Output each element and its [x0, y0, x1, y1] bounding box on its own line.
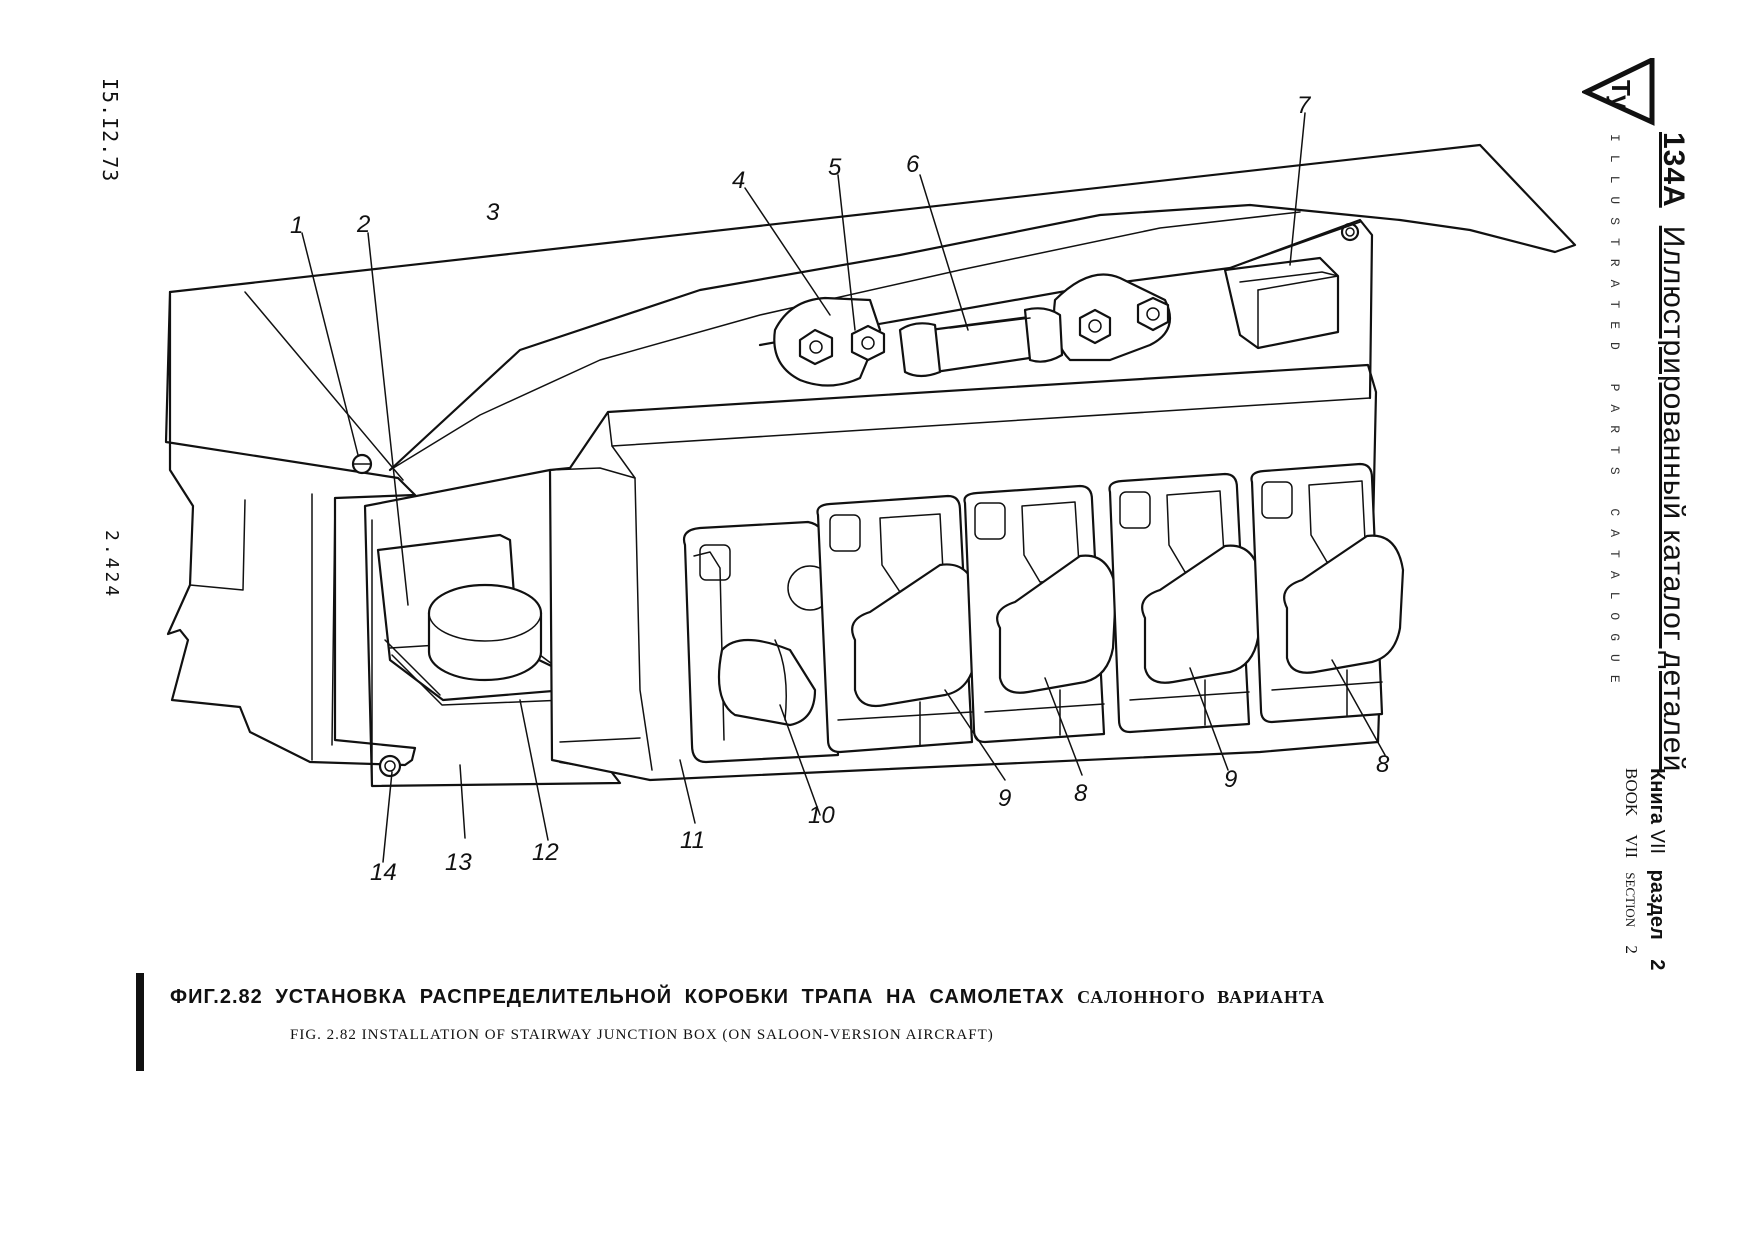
caption-bar: [136, 973, 144, 1071]
callout-11: 11: [680, 827, 705, 854]
callout-10: 10: [808, 802, 835, 829]
callout-1: 1: [290, 212, 303, 239]
callout-14: 14: [370, 859, 397, 886]
callout-6: 6: [906, 151, 920, 178]
switch-housing-4: [1250, 462, 1405, 724]
callout-9b: 9: [1224, 766, 1237, 793]
switch-housing-3: [1108, 472, 1263, 734]
callout-4: 4: [732, 167, 745, 194]
caption-ru: ФИГ.2.82 УСТАНОВКА РАСПРЕДЕЛИТЕЛЬНОЙ КОР…: [170, 986, 1326, 1008]
callout-8a: 8: [1074, 780, 1088, 807]
callout-2: 2: [356, 211, 370, 238]
caption-en: FIG. 2.82 INSTALLATION OF STAIRWAY JUNCT…: [290, 1027, 994, 1043]
callout-12: 12: [532, 839, 559, 866]
switch-housing-1: [816, 494, 980, 754]
callout-13: 13: [445, 849, 472, 876]
callout-3: 3: [486, 199, 500, 226]
switch-housing-2: [963, 484, 1118, 744]
callout-5: 5: [828, 154, 842, 181]
callout-9a: 9: [998, 785, 1011, 812]
logo-text: Ту: [1606, 80, 1636, 110]
callout-7: 7: [1297, 92, 1312, 119]
tupolev-logo: Ту: [1582, 58, 1655, 126]
callout-8b: 8: [1376, 751, 1390, 778]
